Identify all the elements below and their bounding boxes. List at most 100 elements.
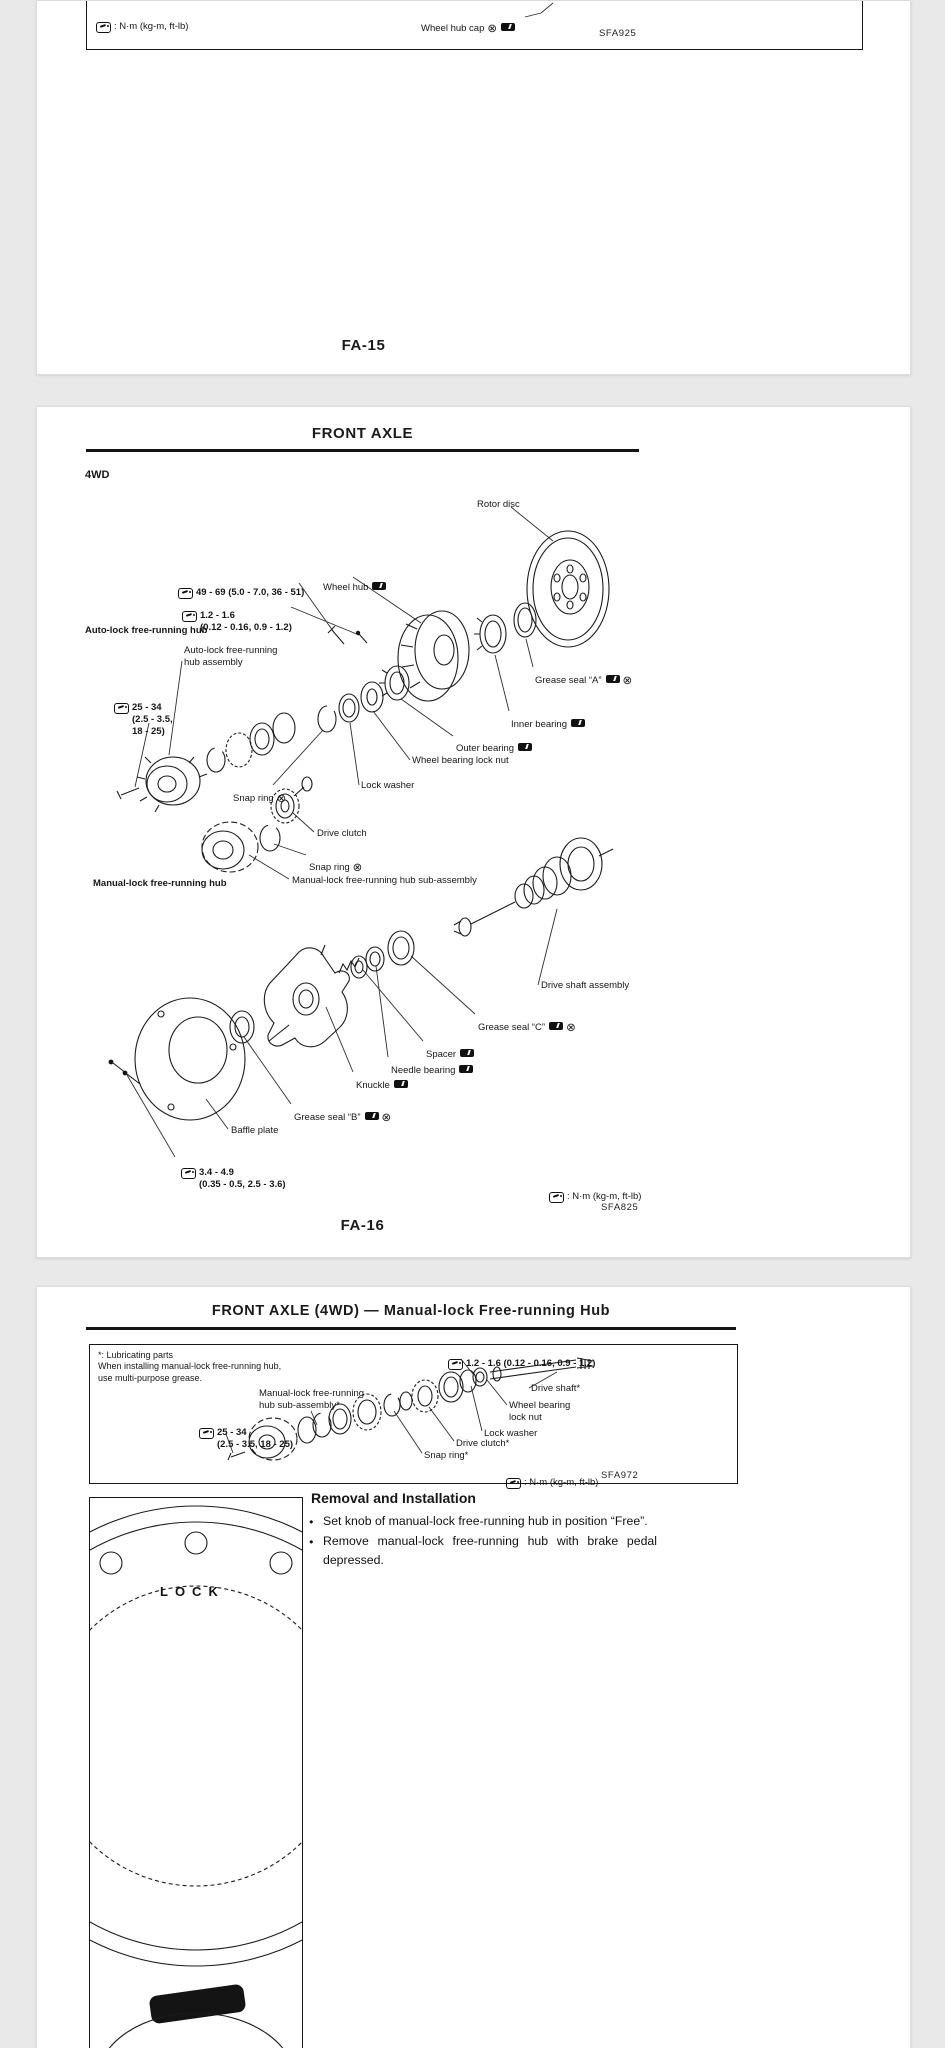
torque-spec-icon xyxy=(96,21,111,33)
figure-code: SFA925 xyxy=(599,28,637,39)
callout-wheel-hub: Wheel hub xyxy=(323,570,387,594)
callout-text: Wheel hub cap xyxy=(421,22,485,34)
legend-text: : N·m (kg-m, ft-lb) xyxy=(524,1476,599,1488)
grease-icon xyxy=(459,1064,474,1073)
grease-icon xyxy=(518,742,533,751)
torque-spec-icon xyxy=(199,1427,214,1439)
callout-manual-lock-hub-sub: Manual-lock free-running hub sub-assembl… xyxy=(292,875,477,886)
torque-legend: : N·m (kg-m, ft-lb) xyxy=(96,9,188,36)
torque-spec-icon xyxy=(448,1358,463,1370)
figure-code: SFA972 xyxy=(601,1470,639,1481)
grease-icon xyxy=(605,674,620,683)
page-number: FA-15 xyxy=(341,337,386,354)
knuckle-drawing xyxy=(263,930,415,1048)
callout-grease-seal-b: Grease seal “B” ⊗ xyxy=(294,1100,391,1124)
replace-part-icon: ⊗ xyxy=(352,861,363,874)
page-fa-15: : N·m (kg-m, ft-lb) Wheel hub cap⊗ SFA92… xyxy=(36,0,911,375)
torque-spec-icon xyxy=(182,610,197,622)
callout-lock-washer: Lock washer xyxy=(361,780,415,791)
replace-part-icon: ⊗ xyxy=(622,674,633,687)
callout-knuckle: Knuckle xyxy=(356,1068,408,1092)
page-fa-17: FRONT AXLE (4WD) — Manual-lock Free-runn… xyxy=(36,1286,911,2048)
callout-text: Grease seal “A” xyxy=(535,674,602,686)
callout-drive-clutch: Drive clutch xyxy=(317,828,367,839)
callout-grease-seal-a: Grease seal “A” ⊗ xyxy=(535,663,632,687)
figure-frame xyxy=(86,1,863,50)
hub-axis-parts xyxy=(317,602,537,733)
torque-callout-25-34: 25 - 34 (2.5 - 3.5, 18 - 25) xyxy=(114,690,173,738)
callout-text: Inner bearing xyxy=(511,718,567,730)
replace-part-icon: ⊗ xyxy=(487,22,498,35)
callout-needle-bearing: Needle bearing xyxy=(391,1053,474,1077)
section-label-4wd: 4WD xyxy=(85,469,110,481)
callout-wheel-hub-cap: Wheel hub cap⊗ xyxy=(421,11,516,35)
callout-wheel-bearing-lock-nut: Wheel bearing lock nut xyxy=(412,755,509,766)
torque-text: 25 - 34 (2.5 - 3.5, 18 - 25) xyxy=(132,701,173,737)
callout-hub-sub-assembly: Manual-lock free-running hub sub-assembl… xyxy=(259,1388,365,1411)
callout-text: Needle bearing xyxy=(391,1064,456,1076)
replace-part-icon: ⊗ xyxy=(276,792,287,805)
grease-icon xyxy=(364,1111,379,1120)
instruction-bullet: Set knob of manual-lock free-running hub… xyxy=(309,1512,648,1531)
page-fa-16: FRONT AXLE 4WD xyxy=(36,406,911,1258)
callout-drive-shaft: Drive shaft* xyxy=(531,1383,581,1394)
callout-drive-clutch: Drive clutch* xyxy=(456,1438,510,1449)
torque-text: 1.2 - 1.6 (0.12 - 0.16, 0.9 - 1.2) xyxy=(466,1357,596,1369)
callout-auto-lock-hub: Auto-lock free-running hub xyxy=(85,625,208,636)
callout-wheel-bearing-lock-nut: Wheel bearing lock nut xyxy=(509,1400,571,1423)
torque-spec-icon xyxy=(181,1167,196,1179)
exploded-diagram-fa16 xyxy=(108,506,614,1158)
instruction-bullet: Remove manual-lock free-running hub with… xyxy=(309,1532,657,1570)
callout-text: Snap ring xyxy=(309,861,350,873)
callout-text: Wheel hub xyxy=(323,581,369,593)
hub-knob-drawing: LOCK xyxy=(90,1505,302,2048)
grease-icon xyxy=(570,718,585,727)
callout-rotor-disc: Rotor disc xyxy=(477,499,520,510)
torque-legend: : N·m (kg-m, ft-lb) xyxy=(506,1465,598,1492)
legend-text: : N·m (kg-m, ft-lb) xyxy=(114,20,189,32)
baffle-plate-drawing xyxy=(108,997,255,1121)
callout-baffle-plate: Baffle plate xyxy=(231,1125,279,1136)
torque-legend: : N·m (kg-m, ft-lb) xyxy=(549,1179,641,1206)
torque-spec-icon xyxy=(549,1191,564,1203)
callout-lock-washer: Lock washer xyxy=(484,1428,538,1439)
callout-spacer: Spacer xyxy=(426,1037,475,1061)
callout-snap-ring-2: Snap ring⊗ xyxy=(309,850,362,874)
page-title: FRONT AXLE (4WD) — Manual-lock Free-runn… xyxy=(211,1303,611,1319)
replace-part-icon: ⊗ xyxy=(381,1111,392,1124)
figure-frame xyxy=(89,1344,738,1484)
torque-callout-25-34: 25 - 34 (2.5 - 3.5, 18 - 25) xyxy=(199,1415,293,1451)
callout-outer-bearing: Outer bearing xyxy=(456,731,533,755)
page-number: FA-16 xyxy=(340,1217,385,1234)
torque-text: 25 - 34 (2.5 - 3.5, 18 - 25) xyxy=(217,1426,294,1450)
drive-shaft-drawing xyxy=(453,837,614,937)
callout-text: Grease seal “B” xyxy=(294,1111,361,1123)
callout-manual-lock-hub: Manual-lock free-running hub xyxy=(93,878,227,889)
callout-text: Snap ring xyxy=(233,792,274,804)
grease-icon xyxy=(372,581,387,590)
torque-text: 49 - 69 (5.0 - 7.0, 36 - 51) xyxy=(196,586,305,598)
torque-callout-49-69: 49 - 69 (5.0 - 7.0, 36 - 51) xyxy=(178,575,304,602)
callout-grease-seal-c: Grease seal “C”⊗ xyxy=(478,1010,576,1034)
figure-code: SFA825 xyxy=(601,1202,639,1213)
grease-icon xyxy=(393,1079,408,1088)
callout-text: Knuckle xyxy=(356,1079,390,1091)
title-rule xyxy=(86,449,639,452)
torque-spec-icon xyxy=(114,702,129,714)
callout-snap-ring-1: Snap ring⊗ xyxy=(233,781,286,805)
grease-icon xyxy=(501,22,516,31)
callout-snap-ring: Snap ring* xyxy=(424,1450,469,1461)
title-rule xyxy=(86,1327,736,1330)
figure-note: *: Lubricating parts When installing man… xyxy=(98,1350,282,1383)
callout-text: Grease seal “C” xyxy=(478,1021,546,1033)
page-title: FRONT AXLE xyxy=(311,425,414,442)
legend-text: : N·m (kg-m, ft-lb) xyxy=(567,1190,642,1202)
torque-callout-1-2: 1.2 - 1.6 (0.12 - 0.16, 0.9 - 1.2) xyxy=(182,598,292,634)
callout-auto-lock-hub-assembly: Auto-lock free-running hub assembly xyxy=(184,645,278,668)
section-heading: Removal and Installation xyxy=(311,1490,476,1506)
grease-icon xyxy=(549,1021,564,1030)
torque-text: 1.2 - 1.6 (0.12 - 0.16, 0.9 - 1.2) xyxy=(200,609,292,633)
callout-text: Outer bearing xyxy=(456,742,515,754)
hub-knob-figure: LOCK xyxy=(89,1497,303,2048)
